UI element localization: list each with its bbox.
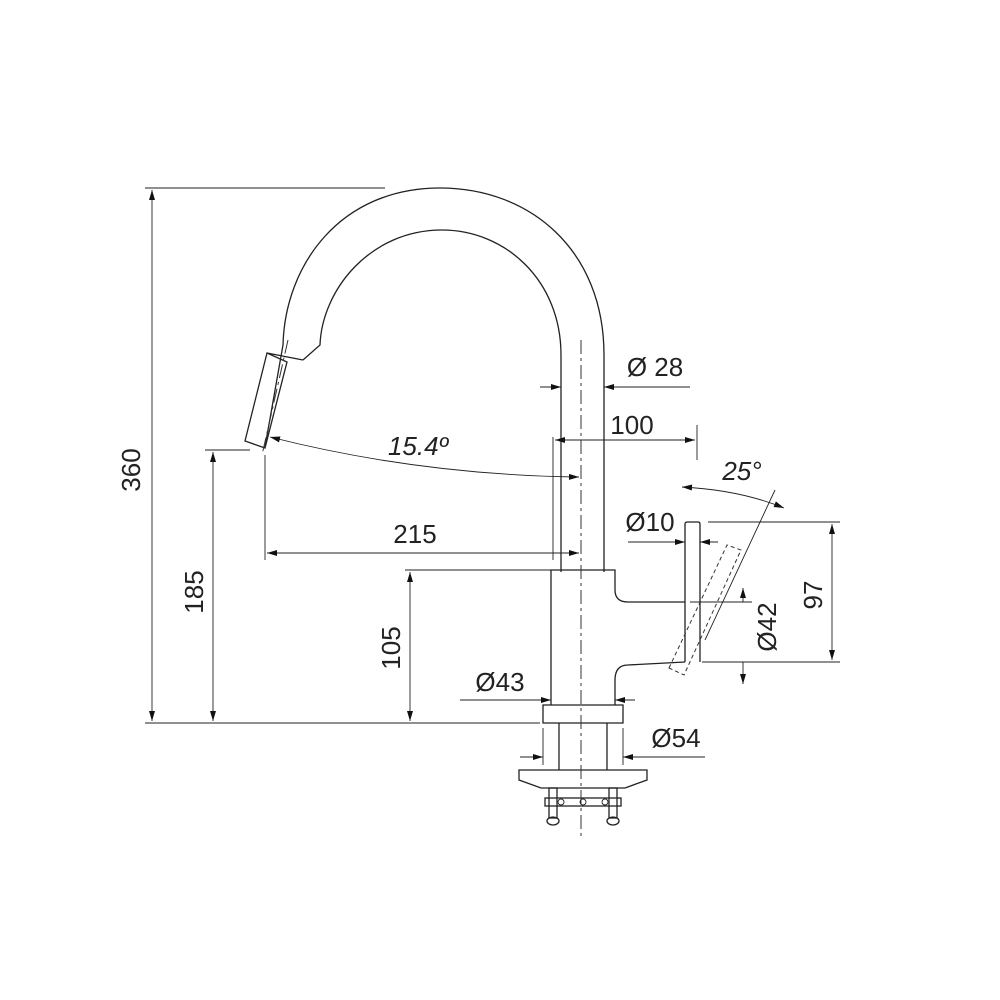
dim-spout-tube-diameter: Ø 28 (627, 352, 683, 382)
handle-lever (684, 521, 701, 662)
dim-total-height: 360 (116, 448, 146, 491)
dim-body-diameter: Ø43 (475, 667, 524, 697)
spout-inner-arc (302, 229, 562, 572)
dim-handle-base-diameter: Ø42 (752, 602, 782, 651)
dim-base-diameter: Ø54 (651, 723, 700, 753)
spout-head-centerline (261, 339, 289, 456)
dim-spout-angle: 15.4º (388, 431, 450, 461)
mounting-bolts (544, 787, 622, 826)
dim-handle-offset: 100 (610, 410, 653, 440)
faucet-body (550, 569, 686, 705)
dimension-lines (145, 187, 840, 765)
dim-handle-height: 97 (798, 581, 828, 610)
mounting-stem (558, 723, 608, 770)
mounting-plate (518, 769, 648, 789)
dim-handle-diameter: Ø10 (625, 507, 674, 537)
handle-tilted-hidden (668, 544, 742, 676)
handle-axis-line (704, 489, 776, 641)
dim-body-height: 105 (376, 626, 406, 669)
base-ring (542, 704, 624, 724)
faucet-outline (244, 187, 776, 840)
dim-spout-reach: 215 (393, 519, 436, 549)
dim-outlet-height: 185 (179, 570, 209, 613)
spout-head (244, 352, 304, 449)
dim-handle-angle: 25° (721, 456, 761, 486)
spout-outer-arc (264, 187, 605, 572)
